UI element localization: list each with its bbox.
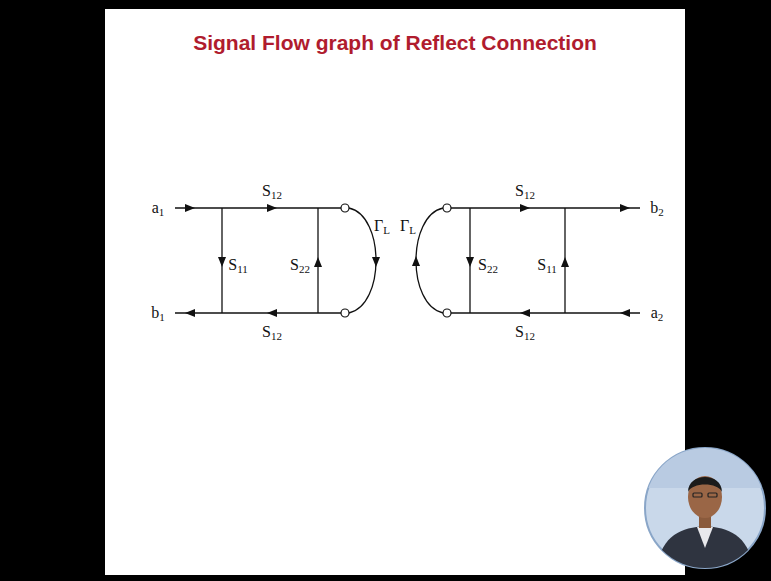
load-reflection-label: ΓL <box>374 218 390 234</box>
gain-label: S22 <box>478 257 498 273</box>
gain-label: S11 <box>228 257 248 273</box>
gain-label: S12 <box>262 324 282 340</box>
node-label: a1 <box>152 200 165 216</box>
node-label: a2 <box>651 305 664 321</box>
node-label: b1 <box>151 305 165 321</box>
gain-label: S12 <box>515 324 535 340</box>
slide-title: Signal Flow graph of Reflect Connection <box>105 31 685 55</box>
gain-label: S11 <box>537 257 557 273</box>
gain-label: S12 <box>515 183 535 199</box>
gain-label: S12 <box>262 183 282 199</box>
load-reflection-label: ΓL <box>400 218 416 234</box>
gain-label: S22 <box>290 257 310 273</box>
slide-background <box>105 9 685 575</box>
node-label: b2 <box>650 200 664 216</box>
